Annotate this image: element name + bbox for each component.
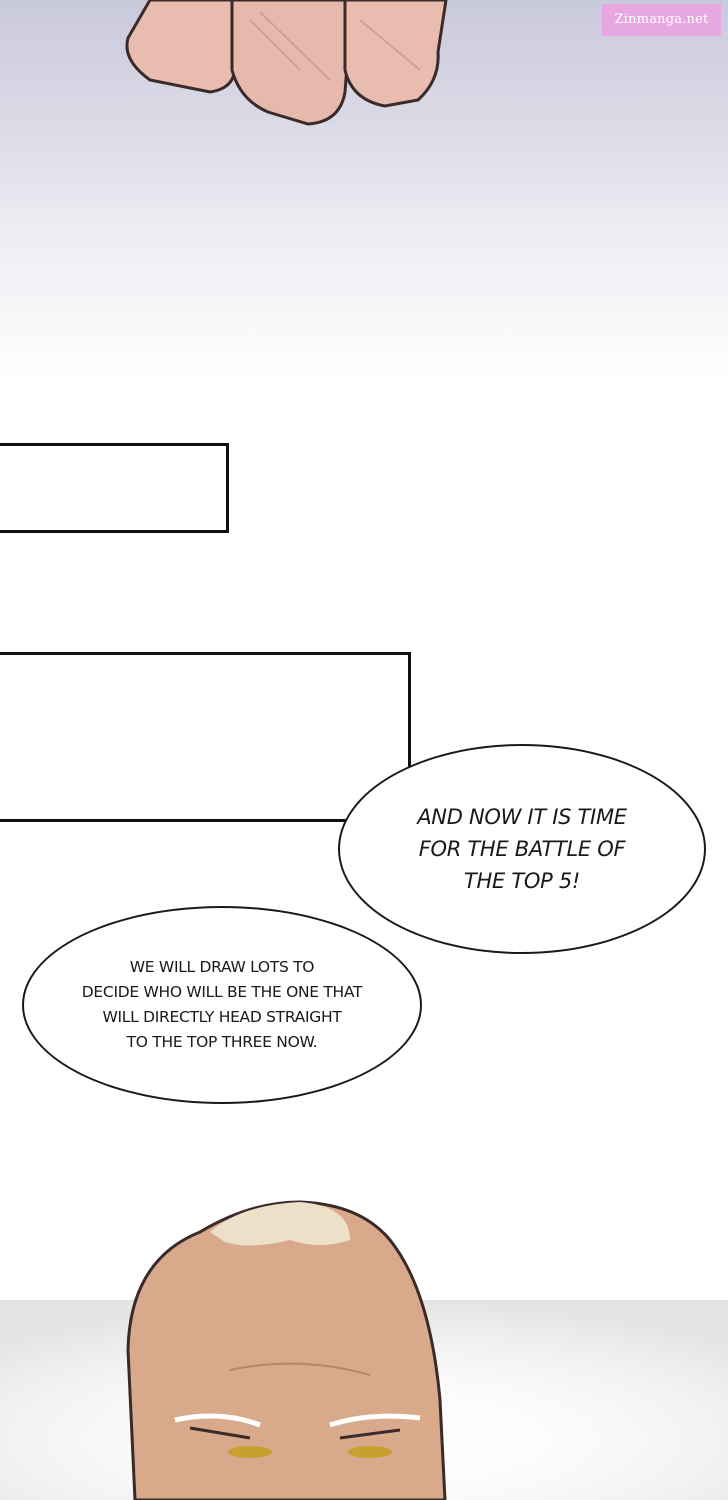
watermark-label: Zinmanga.net	[602, 4, 721, 36]
empty-panel-frame-1	[0, 443, 229, 533]
speech-bubble-1-text: AND NOW IT IS TIME FOR THE BATTLE OF THE…	[417, 805, 627, 893]
speech-bubble-2-text: WE WILL DRAW LOTS TO DECIDE WHO WILL BE …	[81, 958, 363, 1051]
old-man-head-illustration	[0, 1200, 728, 1500]
empty-panel-frame-2	[0, 652, 411, 822]
speech-bubble-1: AND NOW IT IS TIME FOR THE BATTLE OF THE…	[338, 744, 706, 954]
fist-illustration	[125, 0, 448, 126]
speech-bubble-2: WE WILL DRAW LOTS TO DECIDE WHO WILL BE …	[22, 906, 422, 1104]
